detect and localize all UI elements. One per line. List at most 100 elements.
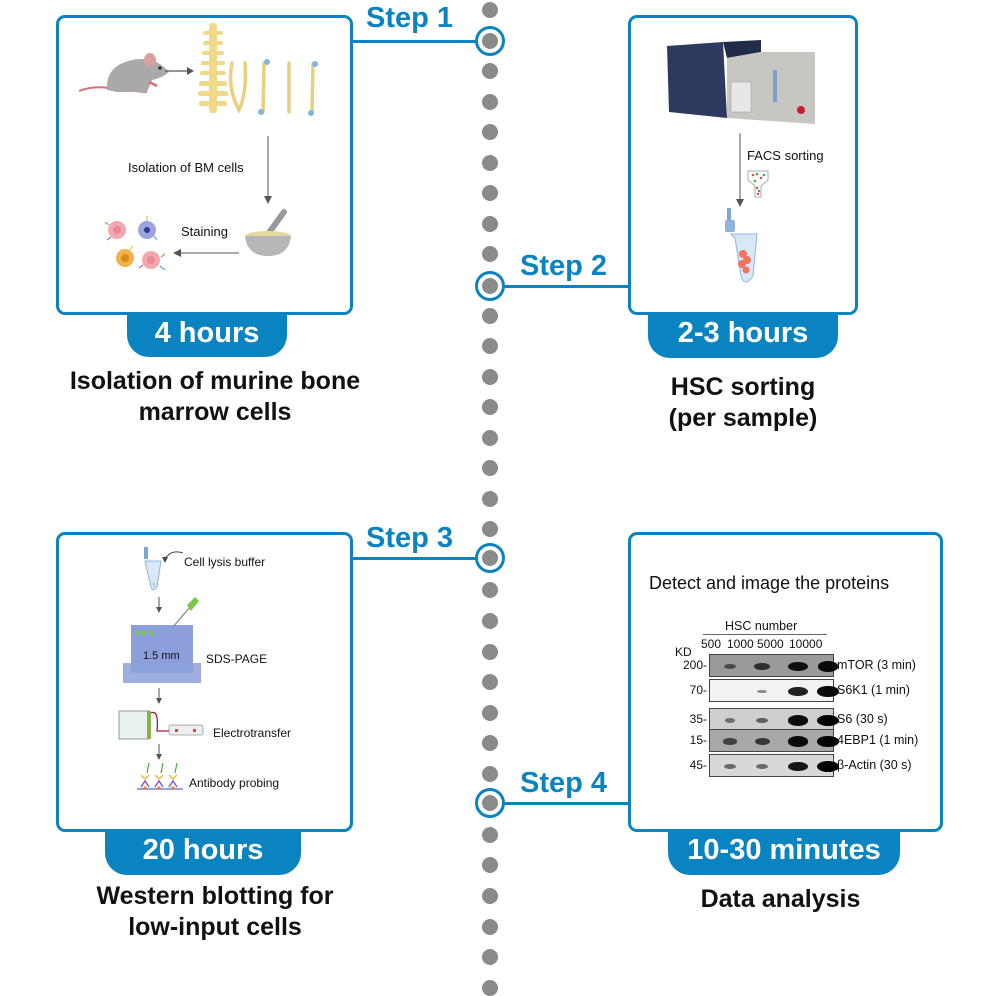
hsc-group-line xyxy=(703,634,827,635)
timeline-dot xyxy=(482,278,498,294)
protein-label: S6 (30 s) xyxy=(837,712,888,726)
thickness-label: 1.5 mm xyxy=(143,650,180,662)
electrotransfer-label: Electrotransfer xyxy=(213,726,292,740)
step2-duration: 2-3 hours xyxy=(648,313,838,358)
blot-strip xyxy=(709,729,839,752)
sorting-funnel-icon xyxy=(747,170,769,198)
timeline-dot xyxy=(482,643,498,660)
blot-band xyxy=(724,718,736,723)
lane-label: 5000 xyxy=(757,637,784,651)
mortar-pestle-icon xyxy=(245,209,291,256)
timeline-dot xyxy=(482,613,498,629)
timeline-dot xyxy=(482,429,498,446)
blot-band xyxy=(724,764,736,769)
timeline-dot xyxy=(482,215,498,232)
mouse-icon xyxy=(78,53,169,93)
step4-caption: Data analysis xyxy=(628,884,933,915)
kd-header: KD xyxy=(675,645,692,659)
blot-strip xyxy=(709,679,839,702)
blot-band xyxy=(788,661,808,672)
timeline-dot xyxy=(482,857,498,874)
kd-marker: 15- xyxy=(689,733,707,747)
timeline-dot xyxy=(482,674,498,691)
blot-band xyxy=(787,715,809,726)
spine-icon xyxy=(198,23,228,113)
arrow-down-icon xyxy=(264,136,272,204)
blot-band xyxy=(817,661,839,672)
blot-band xyxy=(817,686,839,697)
blot-band xyxy=(817,736,839,747)
timeline-dot xyxy=(482,582,498,599)
blot-strip xyxy=(709,708,839,731)
microtube-icon xyxy=(725,208,758,283)
flow-cytometer-icon xyxy=(667,40,815,124)
arrow-down-icon xyxy=(156,744,162,760)
step2-label: Step 2 xyxy=(520,250,608,282)
step2-caption-line1: HSC sorting xyxy=(670,373,816,401)
probing-label: Antibody probing xyxy=(189,776,280,790)
blot-band xyxy=(723,738,737,745)
isolation-label: Isolation of BM cells xyxy=(128,160,244,175)
step1-card: Isolation of BM cells Staining xyxy=(56,15,353,315)
timeline-dot xyxy=(482,246,498,263)
step3-connector xyxy=(352,557,478,560)
step4-duration: 10-30 minutes xyxy=(668,830,900,875)
blot-band xyxy=(757,689,767,694)
timeline-dot xyxy=(482,949,498,966)
timeline-dot xyxy=(482,550,498,566)
blot-strip xyxy=(709,654,839,677)
protein-label: S6K1 (1 min) xyxy=(837,683,910,697)
timeline-dot xyxy=(482,521,498,538)
kd-marker: 35- xyxy=(689,712,707,726)
timeline-dot xyxy=(482,185,498,202)
blot-band xyxy=(817,715,839,726)
facs-label: FACS sorting xyxy=(747,148,824,163)
lane-label: 10000 xyxy=(789,637,823,651)
timeline-dot xyxy=(482,826,498,843)
step3-card: Cell lysis buffer 1.5 mm SDS-PAGE Electr… xyxy=(56,532,353,832)
blot-band xyxy=(788,686,808,697)
step2-caption: HSC sorting (per sample) xyxy=(608,372,878,434)
step1-duration: 4 hours xyxy=(127,313,287,357)
blot-band xyxy=(724,664,736,669)
step2-caption-line2: (per sample) xyxy=(668,404,818,432)
timeline-dot xyxy=(482,979,498,996)
step1-caption-line1: Isolation of murine bone xyxy=(69,367,361,395)
timeline-dot xyxy=(482,887,498,904)
step4-label: Step 4 xyxy=(520,767,608,799)
blot-band xyxy=(817,761,839,772)
step4-caption-line1: Data analysis xyxy=(700,885,861,913)
timeline-dot xyxy=(482,918,498,935)
lane-label: 1000 xyxy=(727,637,754,651)
timeline-dot xyxy=(482,124,498,141)
step4-card: Detect and image the proteins HSC number… xyxy=(628,532,943,832)
timeline-dot xyxy=(482,63,498,80)
staining-label: Staining xyxy=(181,224,228,239)
step1-caption-line2: marrow cells xyxy=(138,398,292,426)
step3-label: Step 3 xyxy=(366,522,454,554)
arrow-right-icon xyxy=(165,67,194,75)
arrow-down-icon xyxy=(156,688,162,704)
timeline-dot xyxy=(482,704,498,721)
protein-label: β-Actin (30 s) xyxy=(837,758,912,772)
microtube-icon xyxy=(144,547,162,591)
lane-label: 500 xyxy=(701,637,722,651)
blot-band xyxy=(755,717,769,724)
timeline-dot xyxy=(482,490,498,507)
stained-cells-icon xyxy=(104,216,166,271)
timeline-dot xyxy=(482,368,498,385)
kd-marker: 200- xyxy=(682,658,707,672)
antibody-icon xyxy=(137,762,183,790)
blot-band xyxy=(756,764,768,769)
step1-label: Step 1 xyxy=(366,2,454,34)
timeline-dot xyxy=(482,765,498,782)
blot-strip xyxy=(709,754,839,777)
timeline-dot xyxy=(482,33,498,49)
timeline-dot xyxy=(482,338,498,355)
timeline-step-marker xyxy=(475,543,505,573)
timeline-dot xyxy=(482,399,498,416)
arrow-down-icon xyxy=(736,133,744,207)
arrow-left-icon xyxy=(173,249,239,257)
timeline-dot xyxy=(482,154,498,171)
kd-marker: 45- xyxy=(689,758,707,772)
